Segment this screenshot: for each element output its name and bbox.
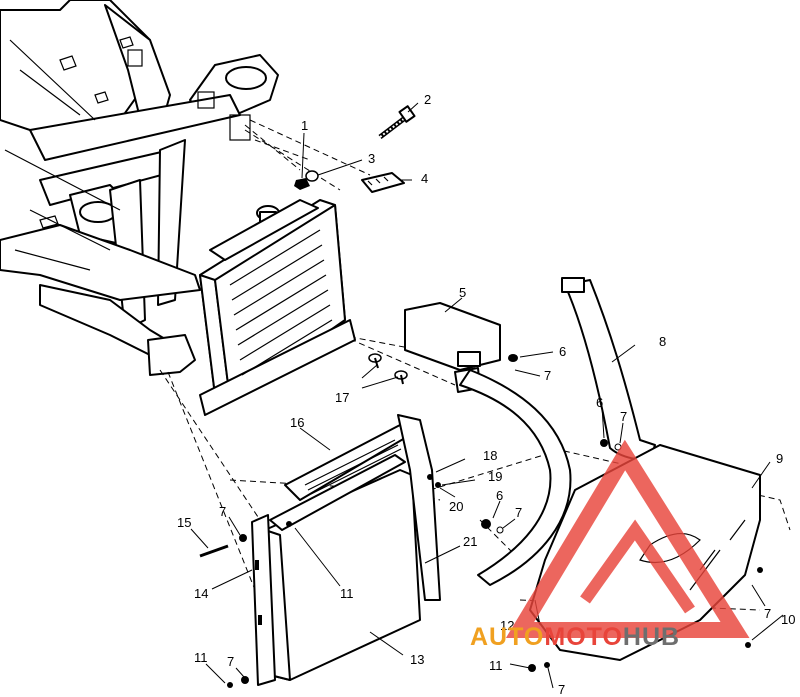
callout-17: 17 — [335, 390, 349, 405]
callout-9: 9 — [776, 451, 783, 466]
callout-2: 2 — [424, 92, 431, 107]
watermark-auto: AUTO — [470, 623, 544, 651]
callout-7b: 7 — [620, 409, 627, 424]
callout-13: 13 — [410, 652, 424, 667]
side-panel-part-21 — [397, 414, 441, 601]
side-panel-part-14 — [251, 514, 276, 686]
watermark-hub: HUB — [623, 623, 680, 651]
callout-11c: 11 — [489, 658, 503, 673]
callout-8: 8 — [659, 334, 666, 349]
connector-part-4 — [361, 172, 405, 193]
callout-3: 3 — [368, 151, 375, 166]
callout-11a: 11 — [340, 586, 354, 601]
vehicle-frame — [0, 0, 279, 376]
watermark-moto: MOTO — [544, 623, 623, 651]
callout-10: 10 — [781, 612, 795, 627]
callout-12: 12 — [500, 618, 514, 633]
callout-19: 19 — [488, 469, 502, 484]
callout-7c: 7 — [515, 505, 522, 520]
svg-text:AUTOMOTOHUB: AUTOMOTOHUB — [470, 623, 680, 651]
callout-labels: 1 2 3 4 5 6 7 8 17 6 7 9 16 18 19 20 6 7… — [177, 92, 795, 697]
pins-part-17 — [368, 353, 408, 385]
callout-11b: 11 — [194, 650, 208, 665]
callout-4: 4 — [421, 171, 428, 186]
callout-18: 18 — [483, 448, 497, 463]
radiator — [199, 199, 356, 416]
bolt-part-2 — [378, 105, 416, 139]
callout-21: 21 — [463, 534, 477, 549]
automotohub-watermark: AUTOMOTOHUB — [470, 439, 750, 651]
callout-6c: 6 — [496, 488, 503, 503]
callout-14: 14 — [194, 586, 208, 601]
callout-6a: 6 — [559, 344, 566, 359]
callout-16: 16 — [290, 415, 304, 430]
callout-7g: 7 — [764, 606, 771, 621]
callout-20: 20 — [449, 499, 463, 514]
callout-leaders — [190, 102, 784, 689]
callout-15: 15 — [177, 515, 191, 530]
callout-1: 1 — [301, 118, 308, 133]
callout-6b: 6 — [596, 395, 603, 410]
callout-7f: 7 — [558, 682, 565, 697]
front-panel-part-13 — [264, 454, 421, 681]
washer-part-3 — [305, 170, 319, 182]
callout-7e: 7 — [227, 654, 234, 669]
hardware-fasteners — [199, 354, 763, 688]
callout-5: 5 — [459, 285, 466, 300]
callout-7a: 7 — [544, 368, 551, 383]
callout-7d: 7 — [219, 504, 226, 519]
nut-part-1 — [294, 178, 310, 190]
